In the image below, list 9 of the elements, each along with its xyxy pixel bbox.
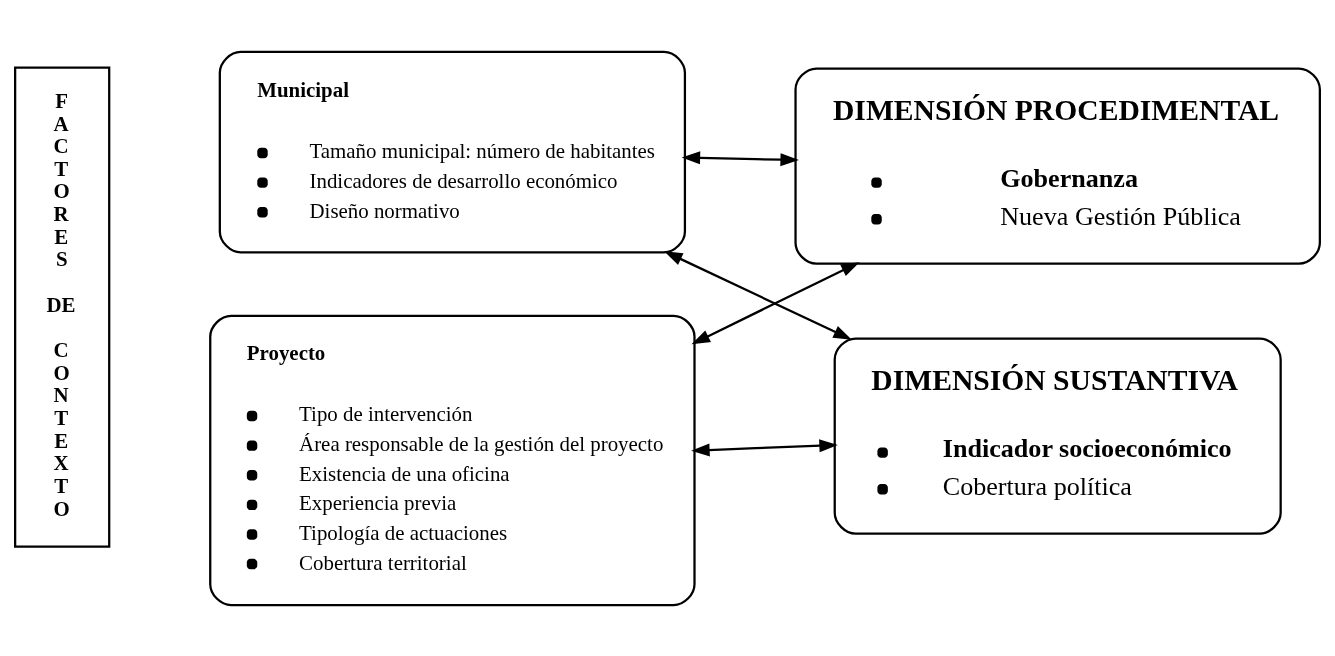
node-box: DIMENSIÓN SUSTANTIVA Indicador socioeconómico Cobertura política <box>833 336 1282 535</box>
arrow <box>691 438 838 457</box>
node-box: FACTORES DE CONTEXTO <box>14 66 111 548</box>
node-box: DIMENSIÓN PROCEDIMENTAL Gobernanza Nueva Gestión Pública <box>794 66 1321 265</box>
node-box: Municipal Tamaño municipal: número de habitantes Indicadores de desarrollo económico Diseño normativo <box>218 50 687 253</box>
arrow <box>681 150 799 166</box>
arrow <box>691 261 860 344</box>
node-box: Proyecto Tipo de intervención Área responsable de la gestión del proyecto Existencia de una oficina Experiencia previa Tipología de actuaciones Cobertura territorial <box>209 314 696 606</box>
arrow <box>664 250 852 340</box>
